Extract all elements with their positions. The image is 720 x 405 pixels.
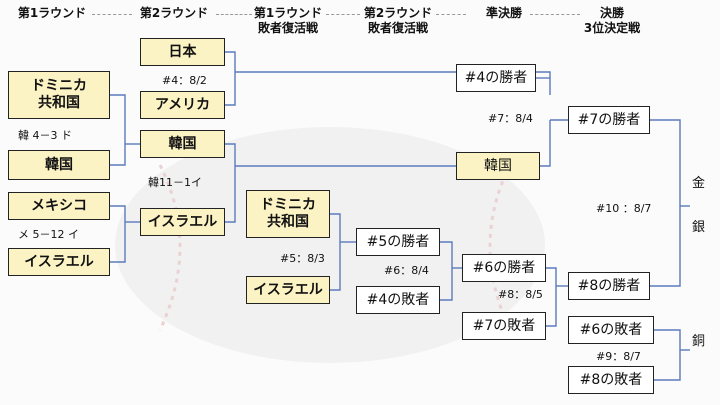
box-winner-game7: #7の勝者 bbox=[568, 106, 650, 134]
game-label-9: #9：8/7 bbox=[596, 350, 641, 363]
score-label-game2: メ 5－12 イ bbox=[18, 228, 79, 241]
header-final-line2: 3位決定戦 bbox=[583, 21, 641, 35]
header-separator bbox=[326, 14, 360, 15]
header-separator bbox=[436, 14, 466, 15]
game-label-7: #7：8/4 bbox=[488, 112, 533, 125]
score-label-game1: 韓 4－3 ド bbox=[18, 129, 72, 142]
game-label-4: #4：8/2 bbox=[162, 74, 207, 87]
team-name-line2: 共和国 bbox=[267, 214, 309, 230]
header-repechage2-line2: 敗者復活戦 bbox=[367, 21, 428, 35]
team-israel: イスラエル bbox=[8, 248, 110, 276]
header-repechage2: 第2ラウンド 敗者復活戦 bbox=[356, 6, 440, 36]
box-loser-game6: #6の敗者 bbox=[568, 316, 654, 344]
game-label-10: #10 ：8/7 bbox=[596, 202, 652, 215]
box-loser-game4: #4の敗者 bbox=[356, 286, 440, 314]
team-dominican-repechage: ドミニカ共和国 bbox=[246, 190, 330, 238]
header-round1: 第1ラウンド bbox=[17, 6, 87, 20]
header-final-line1: 決勝 bbox=[599, 6, 624, 20]
box-winner-game6: #6の勝者 bbox=[462, 254, 546, 282]
box-winner-game5: #5の勝者 bbox=[356, 228, 440, 256]
medal-silver: 銀 bbox=[692, 220, 706, 235]
team-dominican-republic: ドミニカ共和国 bbox=[8, 71, 110, 119]
box-winner-game4: #4の勝者 bbox=[456, 64, 536, 92]
header-separator bbox=[530, 14, 580, 15]
team-mexico: メキシコ bbox=[8, 192, 110, 220]
header-repechage1-line2: 敗者復活戦 bbox=[257, 21, 318, 35]
header-separator bbox=[92, 14, 132, 15]
team-name-line1: ドミニカ bbox=[31, 78, 87, 94]
header-repechage2-line1: 第2ラウンド bbox=[363, 6, 433, 20]
team-korea: 韓国 bbox=[8, 150, 110, 180]
header-repechage1-line1: 第1ラウンド bbox=[253, 6, 323, 20]
header-final: 決勝 3位決定戦 bbox=[570, 6, 654, 36]
team-israel-round2: イスラエル bbox=[140, 208, 225, 236]
box-loser-game8: #8の敗者 bbox=[568, 366, 654, 394]
game-label-5: #5：8/3 bbox=[280, 252, 325, 265]
game-label-6: #6：8/4 bbox=[384, 264, 429, 277]
team-korea-round2: 韓国 bbox=[140, 130, 225, 158]
team-name-line1: ドミニカ bbox=[260, 197, 316, 213]
header-separator bbox=[216, 14, 252, 15]
team-japan: 日本 bbox=[140, 38, 225, 66]
header-repechage1: 第1ラウンド 敗者復活戦 bbox=[246, 6, 330, 36]
team-korea-semifinal: 韓国 bbox=[456, 152, 540, 180]
header-round2: 第2ラウンド bbox=[139, 6, 209, 20]
game-label-8: #8：8/5 bbox=[498, 288, 543, 301]
score-label-game3: 韓11－1イ bbox=[148, 176, 202, 189]
header-semifinal: 準決勝 bbox=[485, 6, 522, 20]
box-winner-game8: #8の勝者 bbox=[568, 272, 650, 300]
team-israel-repechage: イスラエル bbox=[246, 276, 330, 304]
team-usa: アメリカ bbox=[140, 91, 225, 119]
medal-gold: 金 bbox=[692, 176, 706, 191]
team-name-line2: 共和国 bbox=[38, 95, 80, 111]
medal-bronze: 銅 bbox=[692, 334, 706, 349]
box-loser-game7: #7の敗者 bbox=[462, 312, 546, 340]
